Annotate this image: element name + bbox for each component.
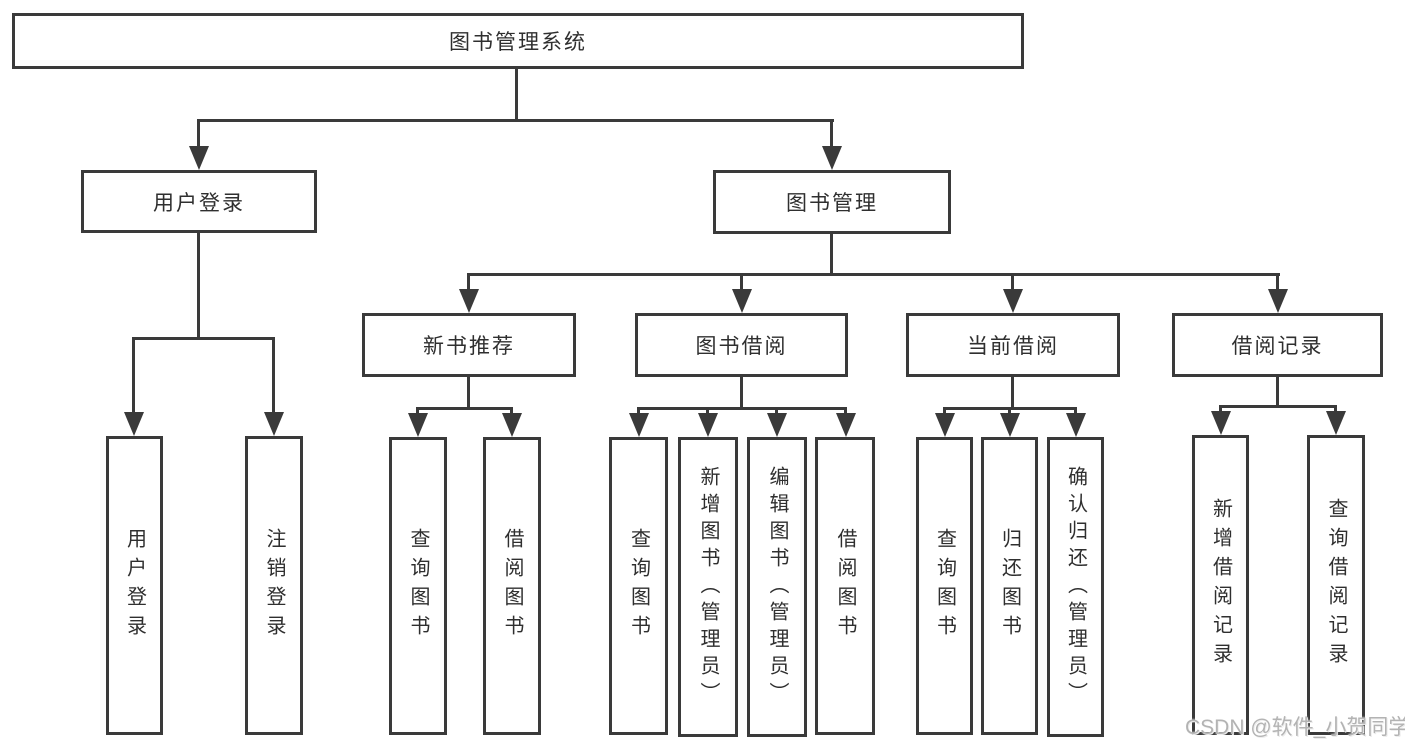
edge-rec-borrow-drop xyxy=(510,407,513,415)
csdn-watermark: CSDN @软件_小贺同学 xyxy=(1185,716,1405,739)
node-cur-confirm: 确认归还（管理员） xyxy=(1047,437,1104,737)
node-cur-query: 查询图书 xyxy=(916,437,973,735)
edge-bor-borrow-drop xyxy=(844,407,847,415)
arrow-down-icon xyxy=(767,413,787,437)
edge-bor-edit-drop xyxy=(775,407,778,415)
arrow-down-icon xyxy=(629,413,649,437)
edge-bm-rail xyxy=(467,273,1280,276)
node-recd-add: 新增借阅记录 xyxy=(1192,435,1249,735)
edge-bor-query-drop xyxy=(637,407,640,415)
node-bor-borrow-label: 借阅图书 xyxy=(834,528,856,644)
node-recd-query: 查询借阅记录 xyxy=(1307,435,1365,735)
node-user-login: 用户登录 xyxy=(81,170,317,233)
arrow-down-icon xyxy=(698,413,718,437)
edge-recd-add-drop xyxy=(1219,405,1222,413)
edge-record-drop xyxy=(1276,273,1279,292)
edge-cur-stem xyxy=(1011,377,1014,407)
arrow-down-icon xyxy=(1211,411,1231,435)
node-ul-login-label: 用户登录 xyxy=(123,527,146,644)
node-borrow-label: 图书借阅 xyxy=(695,335,788,358)
node-cur-return: 归还图书 xyxy=(981,437,1038,735)
edge-bm-stem xyxy=(830,234,833,275)
edge-ul-stem xyxy=(197,233,200,338)
node-recommend: 新书推荐 xyxy=(362,313,576,377)
edge-root-stem xyxy=(515,69,518,119)
node-ul-logout-label: 注销登录 xyxy=(263,527,285,644)
arrow-down-icon xyxy=(408,413,428,437)
edge-recd-rail xyxy=(1219,405,1337,408)
edge-rec-query-drop xyxy=(416,407,419,415)
node-cur-return-label: 归还图书 xyxy=(998,528,1021,644)
edge-level1-rail xyxy=(198,119,834,122)
edge-rec-rail xyxy=(417,407,513,410)
edge-ul-login-drop xyxy=(132,337,135,414)
node-bor-query: 查询图书 xyxy=(609,437,668,735)
arrow-down-icon xyxy=(1003,289,1023,313)
node-recommend-label: 新书推荐 xyxy=(423,335,515,358)
node-root: 图书管理系统 xyxy=(12,13,1024,69)
arrow-down-icon xyxy=(732,289,752,313)
edge-borrow-drop xyxy=(740,273,743,292)
arrow-down-icon xyxy=(1268,289,1288,313)
edge-recommend-drop xyxy=(467,273,470,292)
arrow-down-icon xyxy=(502,413,522,437)
edge-current-drop xyxy=(1011,273,1014,292)
node-cur-query-label: 查询图书 xyxy=(933,528,956,644)
arrow-down-icon xyxy=(1000,413,1020,437)
node-bor-borrow: 借阅图书 xyxy=(815,437,875,735)
edge-recd-query-drop xyxy=(1334,405,1337,413)
node-cur-confirm-label: 确认归还（管理员） xyxy=(1064,465,1087,709)
node-recd-add-label: 新增借阅记录 xyxy=(1209,498,1232,672)
node-user-login-label: 用户登录 xyxy=(153,191,245,215)
node-rec-query: 查询图书 xyxy=(389,437,447,735)
edge-ul-logout-drop xyxy=(272,337,275,414)
edge-recd-stem xyxy=(1276,377,1279,405)
node-ul-logout: 注销登录 xyxy=(245,436,303,735)
edge-bor-add-drop xyxy=(706,407,709,415)
edge-bor-rail xyxy=(637,407,847,410)
node-ul-login: 用户登录 xyxy=(106,436,163,735)
arrow-down-icon xyxy=(1066,413,1086,437)
node-bor-query-label: 查询图书 xyxy=(627,528,650,644)
edge-cur-query-drop xyxy=(943,407,946,415)
node-book-mgmt: 图书管理 xyxy=(713,170,951,234)
node-rec-borrow: 借阅图书 xyxy=(483,437,541,735)
edge-book-mgmt-drop xyxy=(830,119,833,148)
edge-cur-confirm-drop xyxy=(1074,407,1077,415)
arrow-down-icon xyxy=(124,412,144,436)
node-current: 当前借阅 xyxy=(906,313,1120,377)
node-current-label: 当前借阅 xyxy=(967,335,1059,358)
node-rec-query-label: 查询图书 xyxy=(407,528,429,644)
arrow-down-icon xyxy=(1326,411,1346,435)
arrow-down-icon xyxy=(264,412,284,436)
node-recd-query-label: 查询借阅记录 xyxy=(1325,498,1347,672)
edge-user-login-drop xyxy=(197,119,200,148)
edge-rec-stem xyxy=(467,377,470,407)
arrow-down-icon xyxy=(189,146,209,170)
node-borrow: 图书借阅 xyxy=(635,313,848,377)
arrow-down-icon xyxy=(459,289,479,313)
node-record-label: 借阅记录 xyxy=(1231,335,1324,358)
node-bor-edit: 编辑图书（管理员） xyxy=(747,437,807,737)
edge-bor-stem xyxy=(740,377,743,407)
arrow-down-icon xyxy=(935,413,955,437)
edge-ul-rail xyxy=(133,337,275,340)
node-rec-borrow-label: 借阅图书 xyxy=(501,528,523,644)
node-root-label: 图书管理系统 xyxy=(449,31,587,54)
arrow-down-icon xyxy=(836,413,856,437)
node-bor-add: 新增图书（管理员） xyxy=(678,437,738,737)
node-bor-edit-label: 编辑图书（管理员） xyxy=(766,465,788,709)
node-book-mgmt-label: 图书管理 xyxy=(786,192,878,215)
arrow-down-icon xyxy=(822,146,842,170)
edge-cur-return-drop xyxy=(1008,407,1011,415)
node-bor-add-label: 新增图书（管理员） xyxy=(697,465,719,709)
node-record: 借阅记录 xyxy=(1172,313,1383,377)
